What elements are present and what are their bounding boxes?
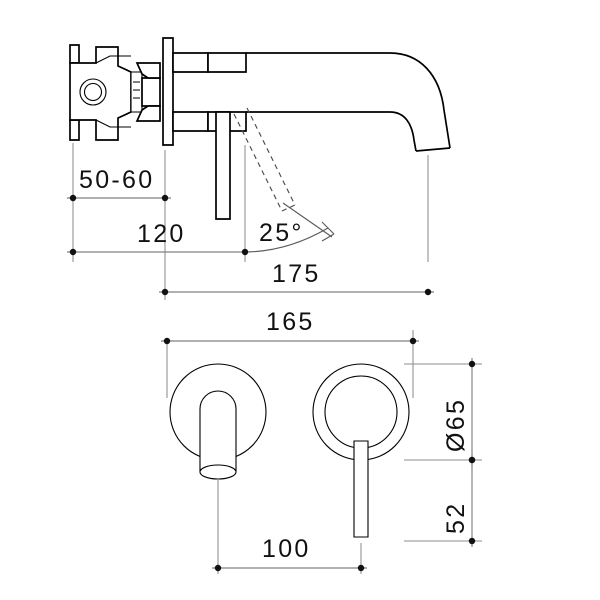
- spout-arm: [246, 52, 451, 152]
- mounting-flange: [162, 37, 174, 146]
- handle-lever-phantom: [233, 107, 296, 212]
- dimension-label-165: 165: [266, 308, 315, 336]
- front-elevation-view: [169, 363, 410, 538]
- dimension-52: 52: [442, 454, 476, 547]
- handle-escutcheon: [312, 363, 410, 538]
- dimension-label-25-degrees: 25°: [259, 219, 304, 247]
- dimension-label-50-60: 50-60: [79, 166, 154, 194]
- handle-lever-side: [215, 111, 231, 220]
- dimension-50-60: 50-60: [67, 166, 171, 202]
- angle-indicator-25: [243, 202, 335, 253]
- dimension-label-175: 175: [272, 260, 321, 288]
- dimension-label-diameter-65: Ø65: [442, 398, 470, 452]
- spout-arm-root: [172, 52, 247, 132]
- spout-escutcheon: [169, 363, 267, 480]
- dimension-diameter-65: Ø65: [442, 358, 476, 466]
- valve-stem: [135, 62, 161, 122]
- dimension-165: 165: [161, 308, 419, 345]
- front-view-dimensions: 165 Ø65 52 100: [161, 308, 482, 574]
- side-view-dimensions: 50-60 120 25° 175: [67, 143, 434, 300]
- dimension-25-degrees: 25°: [259, 219, 304, 247]
- dimension-label-120: 120: [137, 220, 186, 248]
- dimension-label-52: 52: [442, 502, 470, 534]
- wall-valve-body: [69, 44, 143, 141]
- dimension-120: 120: [67, 220, 251, 256]
- dimension-175: 175: [159, 260, 434, 296]
- side-elevation-view: [69, 37, 451, 253]
- dimension-label-100: 100: [262, 535, 311, 563]
- dimension-100: 100: [212, 535, 367, 572]
